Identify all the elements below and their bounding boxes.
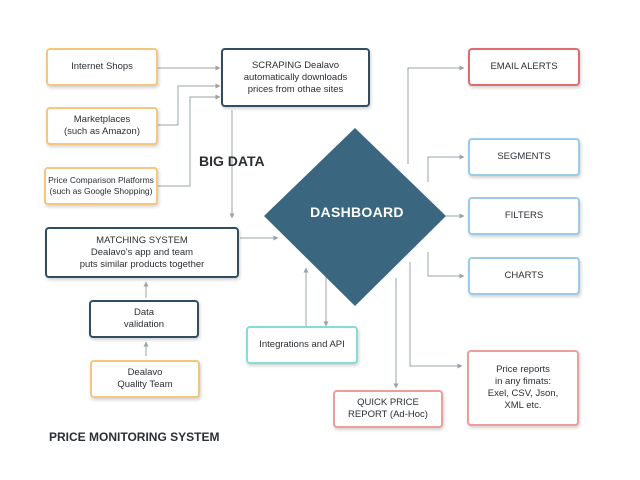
marketplaces-sublabel: (such as Amazon): [63, 126, 141, 137]
quality-line-2: Quality Team: [117, 379, 173, 390]
comparison-sublabel: (such as Google Shopping): [49, 186, 153, 196]
dashboard-label: DASHBOARD: [310, 204, 404, 220]
charts-box: CHARTS: [468, 257, 580, 295]
filters-box: FILTERS: [468, 197, 580, 235]
email-alerts-label: EMAIL ALERTS: [490, 61, 558, 72]
integrations-api-box: Integrations and API: [246, 326, 358, 364]
price-reports-line-1: Price reports: [496, 364, 550, 375]
price-reports-box: Price reports in any fimats: Exel, CSV, …: [467, 350, 579, 426]
quick-report-line-1: QUICK PRICE: [357, 397, 419, 408]
source-price-comparison: Price Comparison Platforms (such as Goog…: [44, 167, 158, 205]
arrow-marketplaces-to-scraping: [158, 83, 221, 126]
scraping-line-3: prices from othae sites: [247, 83, 344, 95]
arrow-dashboard-to-price-reports: [409, 262, 463, 369]
quality-line-1: Dealavo: [127, 367, 163, 378]
comparison-label: Price Comparison Platforms: [48, 175, 154, 185]
marketplaces-label: Marketplaces: [73, 114, 131, 125]
dashboard-diamond: [264, 128, 446, 306]
matching-line-1: MATCHING SYSTEM: [96, 234, 188, 246]
internet-shops-label: Internet Shops: [71, 61, 133, 72]
matching-line-3: puts similar products together: [79, 258, 205, 270]
footer-title: PRICE MONITORING SYSTEM: [49, 430, 220, 444]
matching-system-box: MATCHING SYSTEM Dealavo's app and team p…: [45, 227, 239, 278]
integrations-label: Integrations and API: [259, 339, 345, 350]
email-alerts-box: EMAIL ALERTS: [468, 48, 580, 86]
charts-label: CHARTS: [504, 270, 544, 281]
data-validation-box: Data validation: [89, 300, 199, 338]
price-reports-line-4: XML etc.: [504, 400, 542, 411]
arrow-dashboard-to-segments: [427, 154, 465, 182]
scraping-line-1: SCRAPING Dealavo: [251, 59, 340, 71]
arrow-dashboard-to-email-alerts: [407, 65, 465, 164]
source-marketplaces: Marketplaces (such as Amazon): [46, 107, 158, 145]
source-internet-shops: Internet Shops: [46, 48, 158, 86]
validation-line-1: Data: [133, 307, 155, 318]
segments-box: SEGMENTS: [468, 138, 580, 176]
big-data-label: BIG DATA: [199, 153, 265, 169]
scraping-line-2: automatically downloads: [243, 71, 348, 83]
quick-price-report-box: QUICK PRICE REPORT (Ad-Hoc): [333, 390, 443, 428]
quick-report-line-2: REPORT (Ad-Hoc): [348, 409, 428, 420]
price-reports-line-2: in any fimats:: [495, 376, 551, 387]
arrow-dashboard-to-charts: [427, 252, 465, 279]
filters-label: FILTERS: [504, 210, 544, 221]
validation-line-2: validation: [123, 319, 165, 330]
quality-team-box: Dealavo Quality Team: [90, 360, 200, 398]
arrow-comparison-to-scraping: [158, 94, 221, 187]
scraping-box: SCRAPING Dealavo automatically downloads…: [221, 48, 370, 107]
segments-label: SEGMENTS: [497, 151, 551, 162]
price-reports-line-3: Exel, CSV, Json,: [487, 388, 559, 399]
matching-line-2: Dealavo's app and team: [90, 246, 194, 258]
